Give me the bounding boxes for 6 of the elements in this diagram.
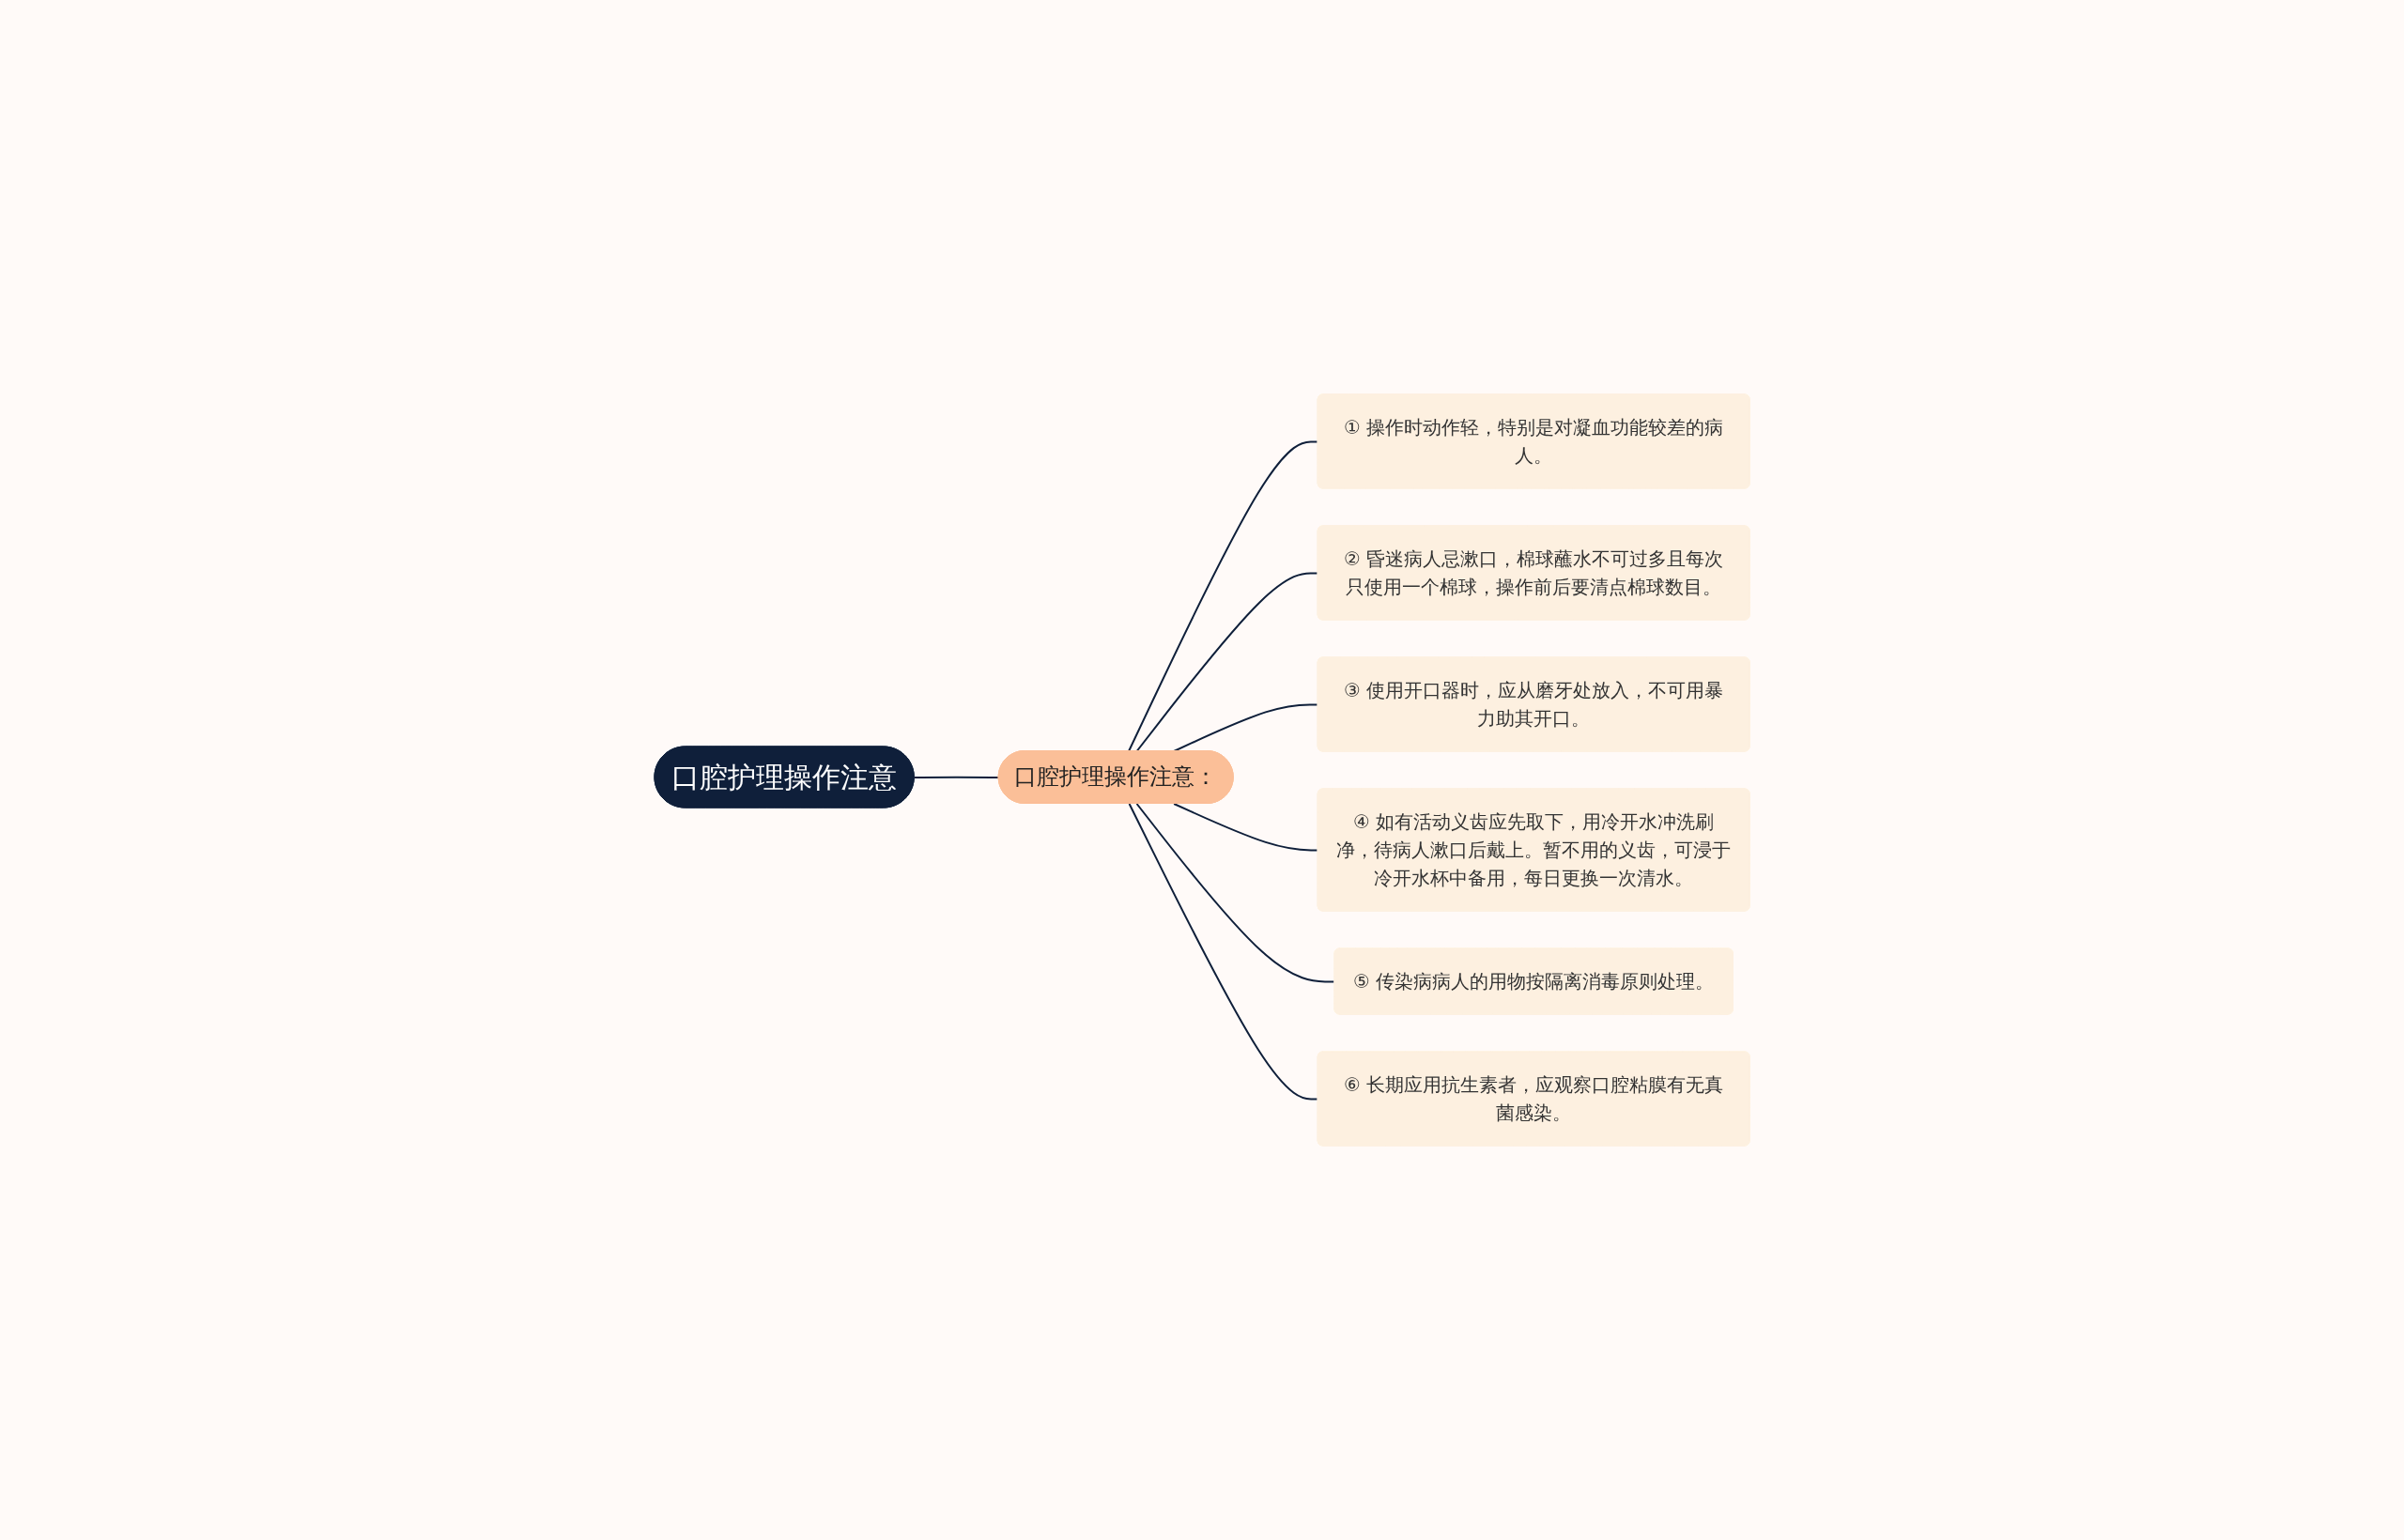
connector [1127,440,1319,752]
connector [1128,803,1319,1101]
connector [1135,572,1319,752]
connector [913,776,1000,778]
connector [1173,803,1319,852]
connector [1173,703,1319,752]
